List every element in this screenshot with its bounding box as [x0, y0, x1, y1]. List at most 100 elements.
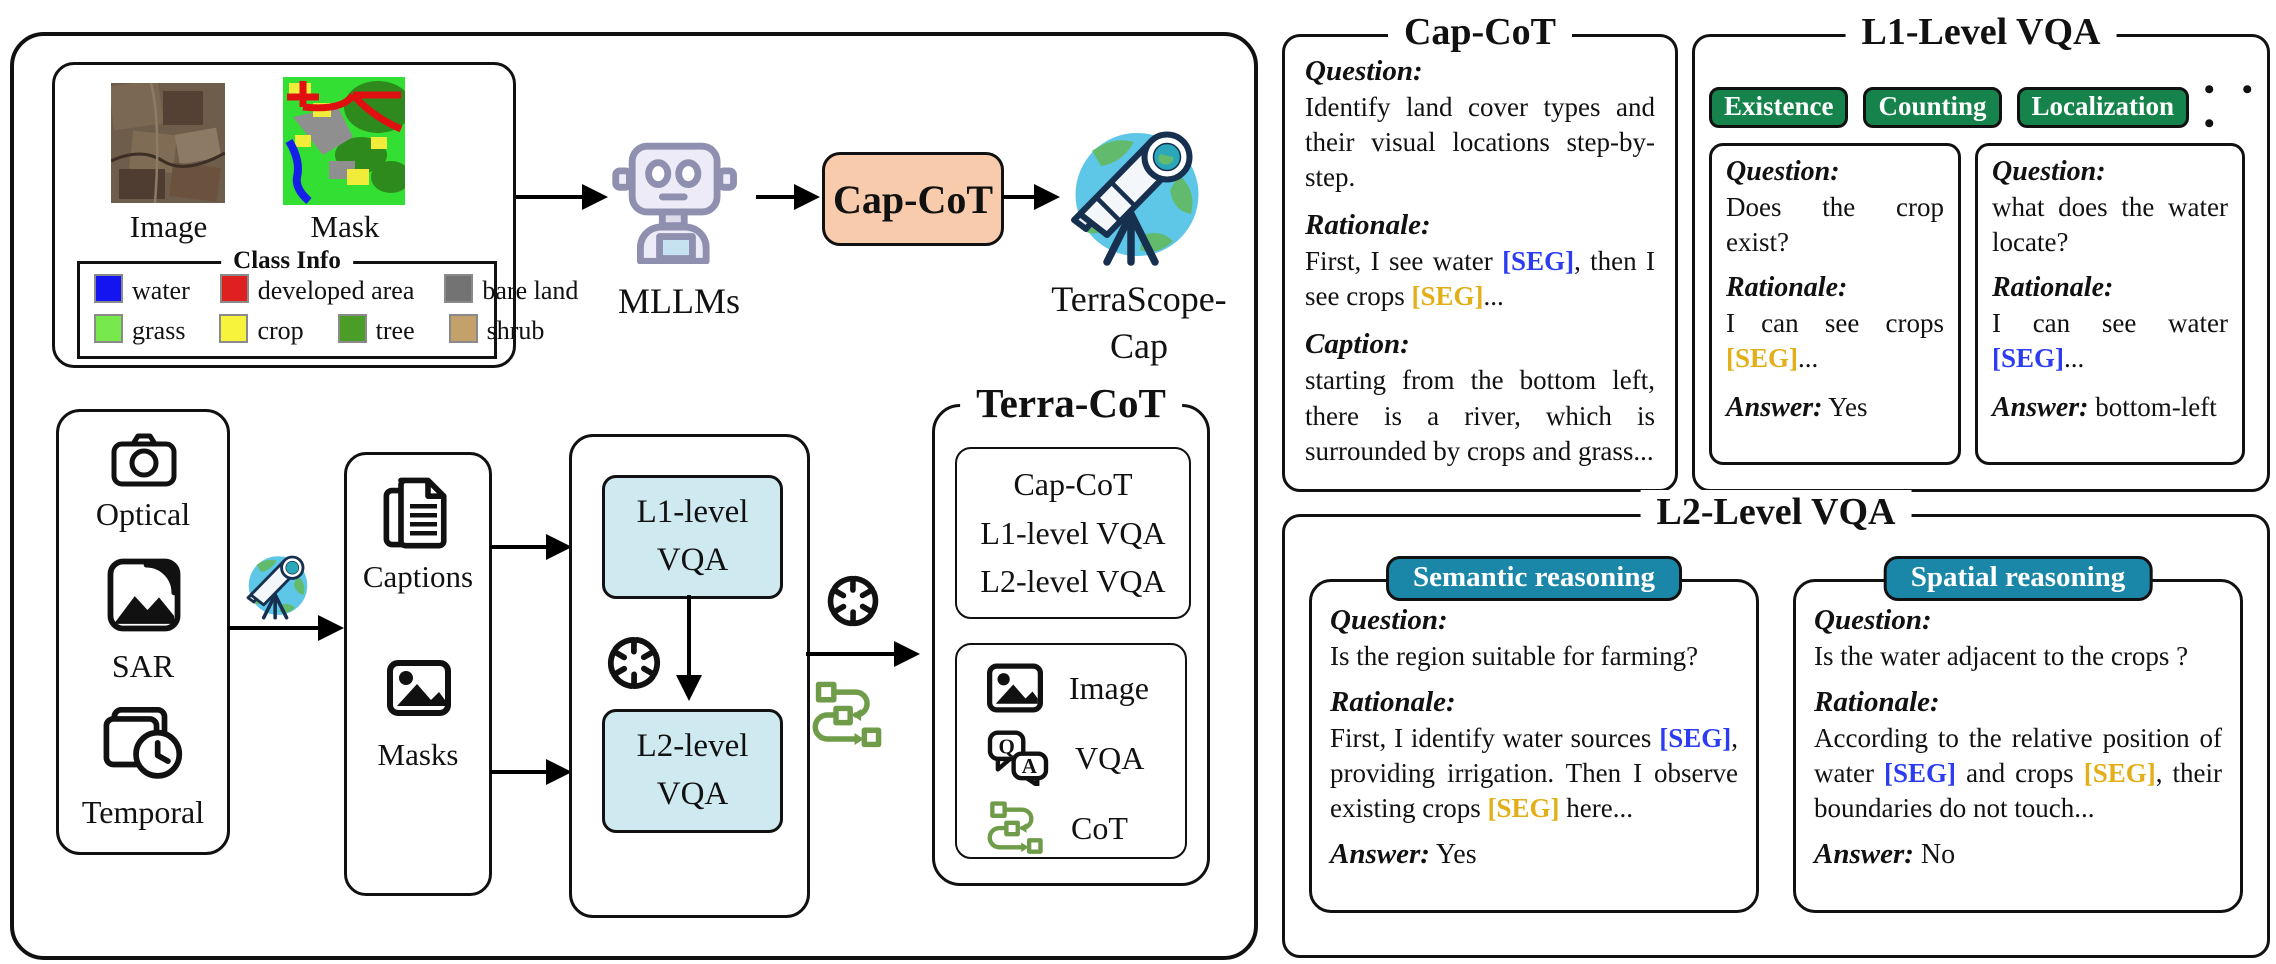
l2-vqa-panel-title: L2-Level VQA: [1640, 490, 1912, 534]
developed-area-swatch: [219, 274, 249, 303]
gpt-icon: [607, 637, 661, 689]
mask-image: [283, 77, 405, 205]
answer-text: No: [1920, 839, 1956, 871]
rationale-text: I can see water [SEG]...: [1992, 308, 2228, 374]
cot-icon: [987, 801, 1043, 854]
modality-box: Optical SAR Temporal: [56, 409, 230, 855]
arrowhead: [546, 759, 572, 785]
terrascope-label: TerraScope- Cap: [1014, 276, 1264, 370]
rationale-text: I can see crops [SEG]...: [1726, 308, 1944, 374]
arrow-l1-to-l2: [687, 595, 691, 675]
answer-label: Answer:: [1814, 838, 1914, 871]
answer-text: Yes: [1828, 392, 1868, 423]
component-cot-label: CoT: [1071, 809, 1128, 846]
badge-existence: Existence: [1709, 86, 1849, 128]
l2-vqa-panel: L2-Level VQA Semantic reasoning Question…: [1282, 490, 2270, 958]
question-text: Is the water adjacent to the crops ?: [1814, 641, 2189, 671]
l1-example-card: Question: Does the crop exist? Rationale…: [1709, 143, 1961, 465]
question-label: Question:: [1330, 604, 1448, 636]
more-badges-ellipsis: • • •: [2204, 73, 2263, 140]
l2-stage-box: L2-level VQA: [602, 709, 783, 833]
arrow-masks-to-l2: [490, 770, 546, 774]
rationale-text: First, I see water [SEG], then I see cro…: [1305, 246, 1655, 312]
satellite-image: [111, 83, 225, 203]
l1-vqa-panel-title: L1-Level VQA: [1845, 10, 2117, 54]
answer-line: Answer: Yes: [1726, 392, 1944, 424]
bare-land-swatch: [444, 274, 474, 303]
class-info-legend: Class Info water developed area bare lan…: [77, 247, 578, 359]
captions-label: Captions: [362, 559, 474, 594]
arrowhead: [894, 641, 920, 667]
inputs-box: Captions Masks: [344, 452, 492, 896]
terra-cot-title: Terra-CoT: [960, 379, 1182, 427]
badge-counting: Counting: [1863, 86, 2002, 128]
legend-item: grass: [94, 314, 185, 346]
rationale-label: Rationale:: [1726, 272, 1848, 304]
answer-label: Answer:: [1726, 392, 1823, 424]
l1-example-card: Question: what does the water locate? Ra…: [1975, 143, 2245, 465]
question-text: Identify land cover types and their visu…: [1305, 92, 1655, 193]
answer-label: Answer:: [1992, 392, 2089, 424]
arrowhead: [794, 184, 820, 210]
arrow-captions-to-l1: [490, 545, 546, 549]
cot-icon: [812, 681, 882, 748]
rationale-text: First, I identify water sources [SEG], p…: [1330, 723, 1738, 824]
question-label: Question:: [1992, 156, 2106, 187]
arrow-mllm-to-capcot: [756, 195, 794, 199]
masks-icon: [387, 660, 451, 716]
question-text: what does the water locate?: [1992, 192, 2228, 258]
legend-item: water: [94, 274, 190, 306]
terra-subset-l2: L2-level VQA: [980, 563, 1166, 600]
question-label: Question:: [1814, 604, 1932, 636]
answer-text: bottom-left: [2095, 392, 2217, 423]
arrow-sample-to-mllm: [516, 195, 582, 199]
sar-icon: [107, 558, 181, 632]
water-swatch: [94, 274, 123, 303]
tree-swatch: [337, 314, 367, 343]
sample-box: Image Mask Class Info water developed ar…: [52, 62, 578, 368]
temporal-icon: [103, 706, 183, 779]
legend-item: tree: [337, 314, 415, 346]
badge-localization: Localization: [2016, 86, 2190, 128]
rationale-text: According to the relative position of wa…: [1814, 723, 2223, 824]
vqa-generation-box: L1-level VQA L2-level VQA: [569, 434, 810, 918]
arrow-modalities-to-inputs: [228, 626, 318, 630]
arrowhead: [318, 615, 344, 641]
arrowhead: [546, 534, 572, 560]
terrascope-label-line1: TerraScope-: [1051, 279, 1227, 319]
l2-stage-line2: VQA: [656, 776, 729, 812]
terra-cot-panel: Terra-CoT Cap-CoT L1-level VQA L2-level …: [932, 379, 1210, 886]
l2-semantic-card: Semantic reasoning Question: Is the regi…: [1309, 556, 1759, 913]
shrub-swatch: [448, 314, 478, 343]
terra-cot-components-box: Image Q A VQA: [955, 643, 1187, 859]
component-image-label: Image: [1069, 669, 1149, 706]
answer-label: Answer:: [1330, 838, 1430, 871]
modality-optical-label: Optical: [95, 496, 191, 532]
question-text: Is the region suitable for farming?: [1330, 641, 1699, 671]
l1-stage-box: L1-level VQA: [602, 475, 783, 599]
l2-spatial-card: Spatial reasoning Question: Is the water…: [1793, 556, 2243, 913]
l2-stage-line1: L2-level: [636, 728, 749, 765]
qa-icon: Q A: [987, 730, 1049, 786]
terrascope-globe-icon: [1071, 131, 1199, 266]
modality-sar-label: SAR: [111, 648, 175, 684]
legend-item: shrub: [448, 314, 544, 346]
grass-swatch: [94, 314, 123, 343]
terra-cot-subsets-box: Cap-CoT L1-level VQA L2-level VQA: [955, 447, 1191, 619]
capcot-stage-box: Cap-CoT: [822, 152, 1004, 246]
terrascope-label-line2: Cap: [1110, 325, 1168, 366]
question-label: Question:: [1726, 156, 1840, 187]
legend-item: bare land: [444, 274, 578, 306]
semantic-reasoning-badge: Semantic reasoning: [1386, 556, 1682, 601]
mllms-label: MLLMs: [617, 281, 740, 321]
question-text: Does the crop exist?: [1726, 192, 1944, 258]
cap-cot-panel: Cap-CoT Question: Identify land cover ty…: [1282, 10, 1678, 492]
crop-swatch: [219, 314, 249, 343]
answer-line: Answer: No: [1814, 838, 2222, 871]
terra-subset-capcot: Cap-CoT: [1013, 466, 1133, 503]
arrowhead: [676, 675, 702, 701]
camera-icon: [111, 433, 177, 487]
terra-subset-l1: L1-level VQA: [980, 514, 1166, 551]
spatial-reasoning-badge: Spatial reasoning: [1883, 556, 2153, 601]
caption-label: Caption:: [1305, 328, 1410, 361]
